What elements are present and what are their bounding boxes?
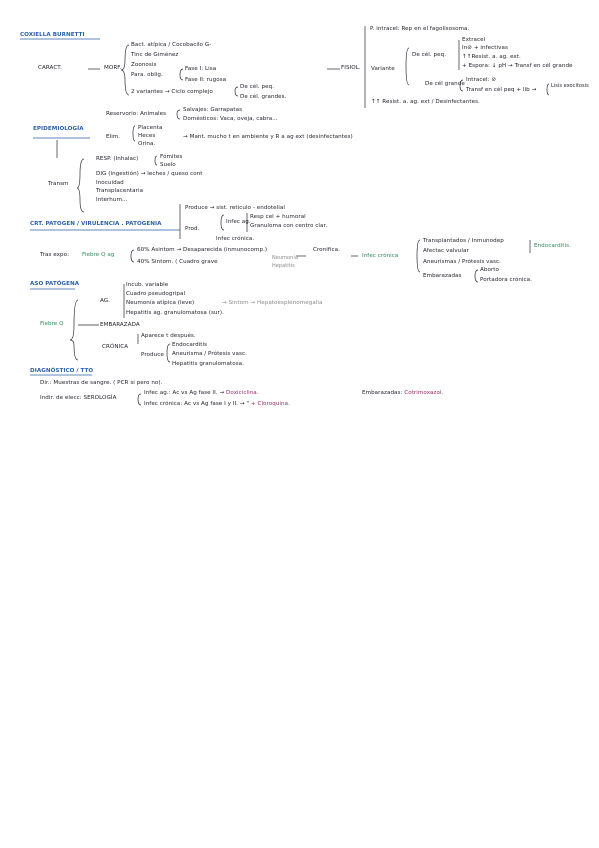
- grande-item-2: Transf en cél peq + lib →: [466, 87, 537, 93]
- infec-ag-label: Infec ag.: [226, 219, 251, 225]
- tras-expo: Tras expo:: [40, 252, 70, 258]
- ag-item-4: Hepatitis ag. granulomatosa (sur).: [126, 310, 224, 316]
- document-title: COXIELLA BURNETTI: [20, 32, 85, 38]
- grave-item-2: Hepatitis: [272, 263, 295, 269]
- diag-embarazadas: Embarazadas: Cotrimoxazol.: [362, 390, 444, 396]
- cloroquina: + Cloroquina.: [250, 401, 290, 407]
- fisiol-intracel: P. intracel: Rep en el fagolisosoma.: [370, 26, 470, 32]
- elim-item-3: Orina.: [138, 141, 156, 147]
- produce-item-3: Hepatitis granulomatosa.: [172, 361, 244, 367]
- peq-item-2: In⊘ + infectivas: [462, 45, 508, 51]
- fiebre-q-ag: Fiebre Q ag: [82, 252, 115, 258]
- cel-peq: De cél. peq.: [240, 84, 275, 90]
- diag-dir: Dir.: Muestras de sangre. ( PCR si pero …: [40, 380, 163, 386]
- reservorio: Reservorio: Animales: [106, 111, 167, 117]
- mant-note: → Mant. mucho t en ambiente y R a ag ext…: [183, 134, 353, 140]
- transm-item-4: Interhum...: [96, 197, 128, 203]
- neumo-note: → Sintom → Hepatoesplenomegalia: [222, 300, 323, 306]
- cronifica-label: Cronifica.: [313, 247, 340, 253]
- cel-grandes: De cél. grandes.: [240, 94, 287, 100]
- morf-label: MORF.: [104, 65, 122, 71]
- grande-item-1: Intracel: ⊘: [466, 77, 497, 83]
- transm-label: Transm: [48, 181, 69, 187]
- cel-peq-label: De cél. peq.: [412, 52, 447, 58]
- epi-label: EPIDEMIOLOGÍA: [33, 126, 84, 132]
- salvajes: Salvajes: Garrapatas: [183, 107, 243, 113]
- aso-patogena-label: ASO PATÓGENA: [30, 281, 80, 287]
- transm-item-3: Transplacentaria: [96, 188, 144, 194]
- cronica-item-2: Afectac valvular: [423, 248, 469, 254]
- elim-item-2: Heces: [138, 133, 156, 139]
- caract-item-2: Tinc de Giménez: [131, 52, 179, 58]
- elim-item-1: Placenta: [138, 125, 163, 131]
- fisiol-label: FISIOL.: [341, 65, 361, 71]
- peq-item-3: ↑↑Resist. a. ag. ext.: [462, 54, 521, 60]
- endocarditis-label: Endocarditis.: [534, 243, 571, 249]
- infec-cronica-label: Infec crónica: [362, 253, 399, 259]
- ag-item-1: Incub. variable: [126, 282, 169, 288]
- embarazadas-item-1: Aborto: [480, 267, 500, 273]
- diag-indir: Indir. de elecc: SEROLOGÍA: [40, 395, 117, 401]
- elim-label: Elim.: [106, 134, 121, 140]
- sintom-40: 40% Sintom. ( Cuadro grave: [137, 259, 218, 265]
- ag-item-2: Cuadro pseudogripal: [126, 291, 186, 297]
- grave-item-1: Neumonía: [272, 255, 298, 261]
- resp-item-1: Fómites: [160, 154, 183, 160]
- peq-item-4: + Espora: ↓ pH → Transf en cél grande: [462, 63, 573, 69]
- resp-label: RESP. (Inhalac): [96, 156, 139, 162]
- cotrimoxazol: Cotrimoxazol.: [404, 390, 444, 396]
- prod-label: Prod.: [185, 226, 200, 232]
- infec-cron-label: Infec crónica.: [216, 236, 255, 242]
- lib-note: Lisis exocitosis: [551, 83, 589, 89]
- variante-label: Variante: [371, 66, 395, 72]
- diag-infec-cron: Infec crónica: Ac vs Ag fase I y II. → "…: [144, 401, 290, 407]
- doxiciclina: Doxiciclina.: [226, 390, 259, 396]
- cronica-label: CRÓNICA: [102, 344, 129, 350]
- caract-item-3: Zoonosis: [131, 62, 157, 68]
- diag-label: DIAGNÓSTICO / TTO: [30, 368, 94, 374]
- caract-item-5: 2 variantes → Ciclo complejo: [131, 89, 213, 95]
- cronica-item-3: Aneurismas / Prótesis vasc.: [423, 259, 501, 265]
- ag-label: AG.: [100, 298, 110, 304]
- produce-label: Produce: [141, 352, 164, 358]
- produce-note: Produce → sist. reticulo - endotelial: [185, 205, 285, 211]
- fase-2: Fase II: rugosa: [185, 77, 227, 83]
- peq-item-1: Extracel: [462, 37, 486, 43]
- cel-grande-label: De cél grande: [425, 81, 465, 87]
- transm-item-2: Inocuidad: [96, 180, 124, 186]
- fisiol-resist: ↑↑ Resist. a. ag. ext / Desinfectantes.: [371, 99, 480, 105]
- embarazadas-item-2: Portadora crónica.: [480, 277, 532, 283]
- cronica-first: Aparece t después.: [141, 333, 196, 339]
- fase-1: Fase I: Lisa: [185, 66, 217, 72]
- resp-item-2: Suelo: [160, 162, 176, 168]
- caract-label: CARACT.: [38, 65, 62, 71]
- sintom-60: 60% Asintom → Desaparecida (inmunocomp.): [137, 247, 268, 253]
- caract-item-4: Para. oblig.: [131, 72, 163, 78]
- patogen-label: CRT. PATOGEN / VIRULENCIA . PATOGENIA: [30, 221, 162, 227]
- infec-ag-item-1: Resp cel + humoral: [250, 214, 306, 220]
- cronica-item-4: Embarazadas: [423, 273, 462, 279]
- embarazada-label: EMBARAZADA: [100, 322, 140, 328]
- produce-item-1: Endocarditis: [172, 342, 208, 348]
- domesticos: Domésticos: Vaca, oveja, cabra...: [183, 116, 278, 122]
- infec-ag-item-2: Granuloma con centro clar.: [250, 223, 328, 229]
- produce-item-2: Aneurisma / Prótesis vasc.: [172, 351, 247, 357]
- caract-item-1: Bact. atípica / Cocobacilo G-: [131, 42, 212, 48]
- transm-item-1: DIG (ingestión) → leches / queso cont: [96, 171, 203, 177]
- ag-item-3: Neumonía atípica (leve): [126, 300, 195, 306]
- fiebre-q-label: Fiebre Q: [40, 321, 64, 327]
- diag-infec-ag: Infec ag.: Ac vs Ag fase II. → Doxicicli…: [144, 390, 259, 396]
- cronica-item-1: Transplantados / Inmunodep: [423, 238, 504, 244]
